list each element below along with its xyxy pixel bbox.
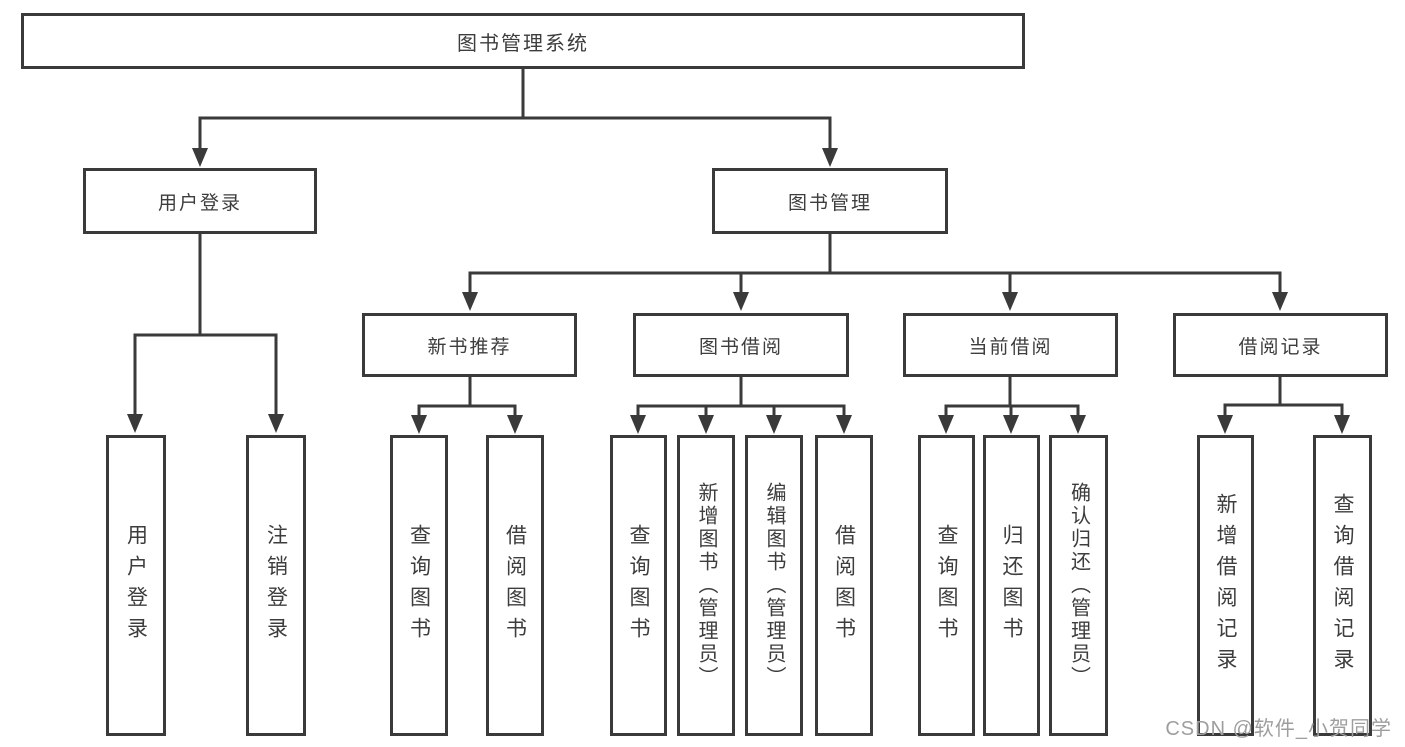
leaf-user-login: 用户登录 (106, 435, 166, 736)
node-book-borrowing: 图书借阅 (633, 313, 849, 377)
leaf-edit-books-admin: 编辑图书（管理员） (745, 435, 803, 736)
leaf-query-books-borrowing: 查询图书 (610, 435, 667, 736)
node-borrowing-records: 借阅记录 (1173, 313, 1388, 377)
node-new-book-recommendation: 新书推荐 (362, 313, 577, 377)
leaf-add-borrow-record: 新增借阅记录 (1197, 435, 1254, 736)
leaf-borrow-books: 借阅图书 (815, 435, 873, 736)
node-book-management-branch: 图书管理 (712, 168, 948, 234)
node-current-borrowing: 当前借阅 (903, 313, 1118, 377)
leaf-query-books-recommend: 查询图书 (390, 435, 448, 736)
leaf-add-books-admin: 新增图书（管理员） (677, 435, 735, 736)
leaf-confirm-return-admin: 确认归还（管理员） (1049, 435, 1108, 736)
csdn-watermark: CSDN @软件_小贺同学 (1165, 718, 1392, 740)
arrowheads (127, 148, 1350, 434)
leaf-borrow-books-recommend: 借阅图书 (486, 435, 544, 736)
node-library-management-system: 图书管理系统 (21, 13, 1025, 69)
leaf-return-books: 归还图书 (983, 435, 1040, 736)
leaf-logout: 注销登录 (246, 435, 306, 736)
leaf-query-borrow-record: 查询借阅记录 (1313, 435, 1372, 736)
leaf-query-books-current: 查询图书 (918, 435, 975, 736)
node-user-login-branch: 用户登录 (83, 168, 317, 234)
